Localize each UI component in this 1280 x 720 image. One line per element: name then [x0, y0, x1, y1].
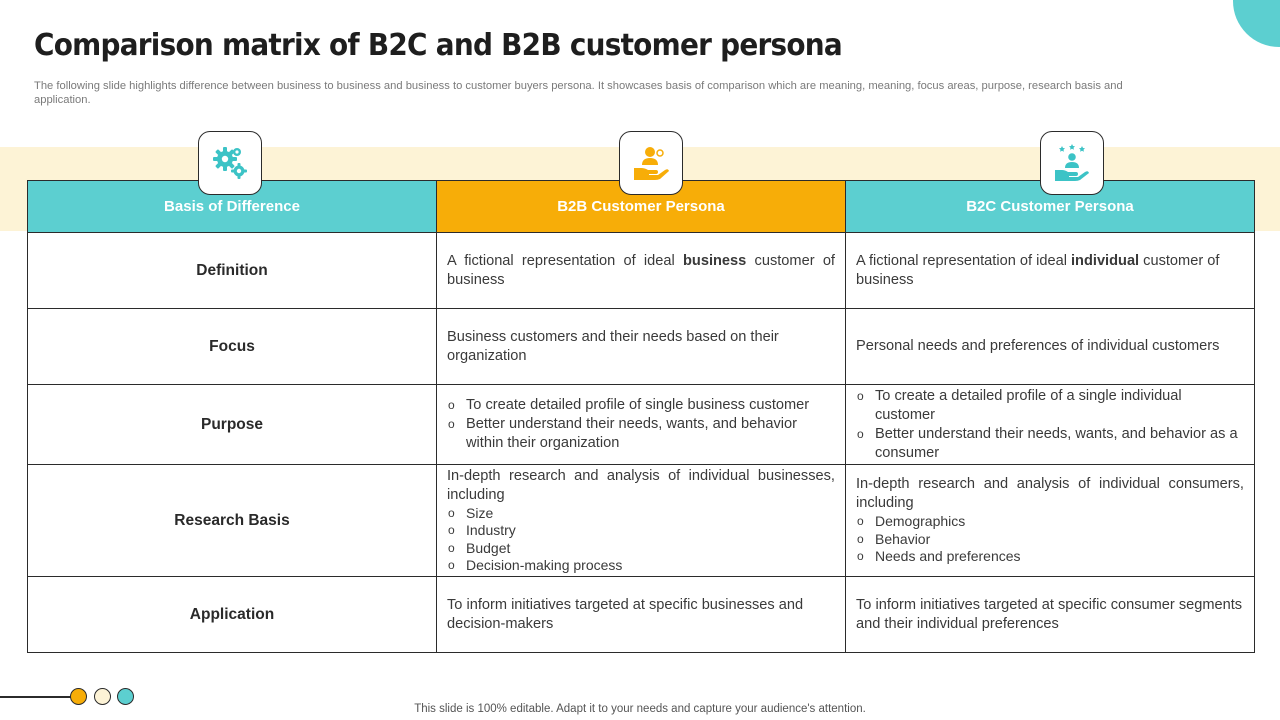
list-item: Size: [447, 505, 835, 523]
footer-dot-amber: [70, 688, 87, 705]
table-row: Definition A fictional representation of…: [27, 232, 1255, 309]
table-row: Research Basis In-depth research and ana…: [27, 464, 1255, 577]
cell-b2b-research: In-depth research and analysis of indivi…: [436, 464, 846, 577]
footer-dot-teal: [117, 688, 134, 705]
slide-subtitle: The following slide highlights differenc…: [34, 80, 1123, 106]
list-item: Behavior: [856, 531, 1244, 549]
cell-b2c-focus: Personal needs and preferences of indivi…: [845, 308, 1255, 385]
research-intro: In-depth research and analysis of indivi…: [447, 467, 835, 503]
cell-b2c-application: To inform initiatives targeted at specif…: [845, 576, 1255, 653]
cell-b2c-research: In-depth research and analysis of indivi…: [845, 464, 1255, 577]
row-label-research: Research Basis: [27, 464, 437, 577]
b2c-icon-box: [1040, 131, 1104, 195]
row-label-purpose: Purpose: [27, 384, 437, 465]
table-row: Focus Business customers and their needs…: [27, 308, 1255, 385]
table-row: Purpose To create detailed profile of si…: [27, 384, 1255, 465]
cell-b2c-purpose: To create a detailed profile of a single…: [845, 384, 1255, 465]
gears-icon: [213, 147, 247, 179]
table-row: Application To inform initiatives target…: [27, 576, 1255, 653]
row-label-application: Application: [27, 576, 437, 653]
footer-dot-cream: [94, 688, 111, 705]
list-item: Better understand their needs, wants, an…: [447, 415, 835, 453]
b2b-icon-box: [619, 131, 683, 195]
cell-b2b-application: To inform initiatives targeted at specif…: [436, 576, 846, 653]
list-item: Budget: [447, 540, 835, 558]
cell-b2b-purpose: To create detailed profile of single bus…: [436, 384, 846, 465]
list-item: Demographics: [856, 513, 1244, 531]
list-item: To create a detailed profile of a single…: [856, 387, 1244, 425]
basis-icon-box: [198, 131, 262, 195]
row-label-definition: Definition: [27, 232, 437, 309]
list-item: Better understand their needs, wants, an…: [856, 425, 1244, 463]
cell-b2b-focus: Business customers and their needs based…: [436, 308, 846, 385]
list-item: Decision-making process: [447, 557, 835, 575]
list-item: To create detailed profile of single bus…: [447, 396, 835, 415]
footer-note: This slide is 100% editable. Adapt it to…: [414, 703, 866, 715]
cell-b2b-definition: A fictional representation of ideal busi…: [436, 232, 846, 309]
list-item: Industry: [447, 522, 835, 540]
footer-line: [0, 696, 72, 698]
comparison-table: Basis of Difference B2B Customer Persona…: [27, 180, 1255, 653]
list-item: Needs and preferences: [856, 548, 1244, 566]
research-intro: In-depth research and analysis of indivi…: [856, 476, 1244, 512]
rated-customer-hand-icon: [1055, 144, 1089, 181]
row-label-focus: Focus: [27, 308, 437, 385]
cell-b2c-definition: A fictional representation of ideal indi…: [845, 232, 1255, 309]
corner-decoration: [1233, 0, 1280, 47]
slide-title: Comparison matrix of B2C and B2B custome…: [34, 28, 843, 63]
hand-user-icon: [634, 147, 669, 180]
